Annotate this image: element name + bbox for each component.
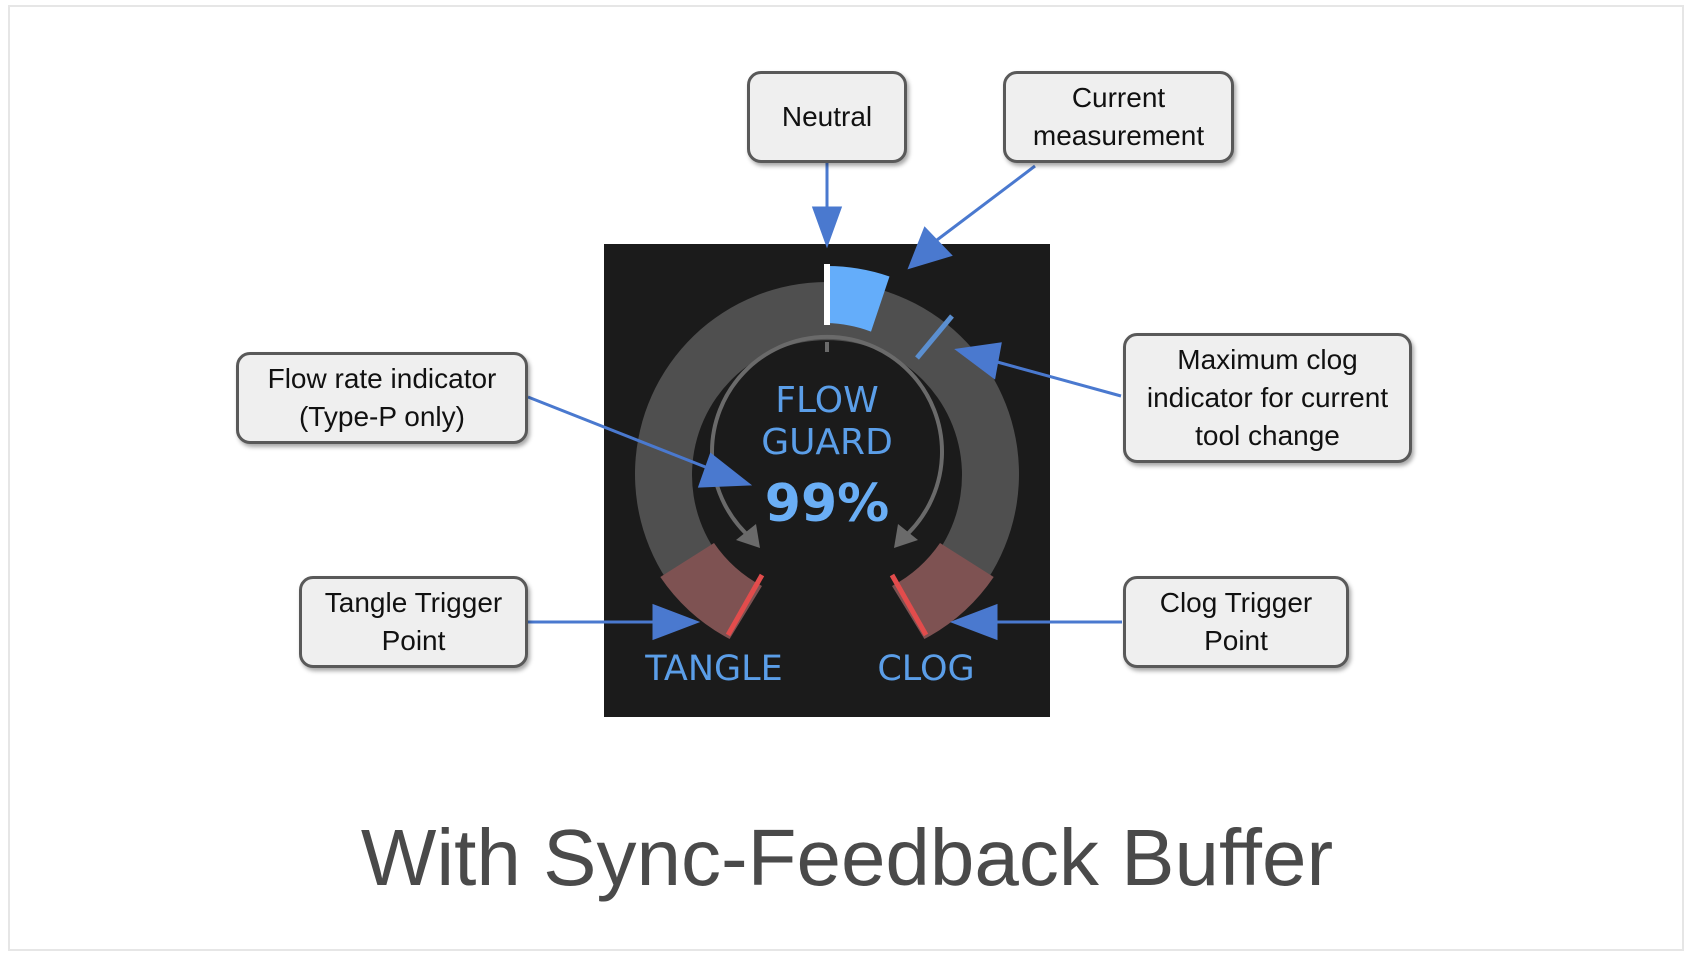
- current-arrow: [932, 164, 1036, 245]
- flow-rate-arrowhead-left: [736, 524, 760, 548]
- max-clog-indicator: [915, 314, 954, 360]
- max-clog-arrow: [989, 358, 1122, 398]
- tangle-trigger-arrowhead: [652, 603, 701, 641]
- clog-trigger-line: [889, 573, 929, 637]
- max-clog-arrowhead: [954, 342, 1002, 380]
- neutral-arrowhead: [811, 206, 843, 249]
- tangle-label: TANGLE: [644, 649, 783, 689]
- callout-neutral: Neutral: [747, 71, 907, 163]
- callout-max-clog-indicator: Maximum clog indicator for current tool …: [1123, 333, 1412, 463]
- flow-rate-arrowhead: [697, 452, 753, 488]
- clog-trigger-arrowhead: [949, 603, 998, 641]
- diagram-title: With Sync-Feedback Buffer: [360, 813, 1334, 902]
- callout-clog-trigger-point: Clog Trigger Point: [1123, 576, 1349, 668]
- callout-current-measurement: Current measurement: [1003, 71, 1234, 163]
- gauge-value: 99%: [765, 474, 889, 534]
- gauge-title-line2: GUARD: [761, 422, 893, 463]
- flow-rate-arrowhead-right: [894, 524, 918, 548]
- current-measurement-segment: [827, 266, 890, 332]
- callout-tangle-trigger-point: Tangle Trigger Point: [299, 576, 528, 668]
- current-arrowhead: [907, 226, 953, 270]
- gauge-title-line1: FLOW: [775, 380, 878, 421]
- tangle-trigger-line: [725, 573, 765, 637]
- callout-flow-rate-indicator: Flow rate indicator (Type-P only): [236, 352, 528, 444]
- flow-rate-arrow: [527, 395, 714, 472]
- clog-label: CLOG: [877, 649, 974, 689]
- gauge-outer-ring: [635, 282, 1019, 602]
